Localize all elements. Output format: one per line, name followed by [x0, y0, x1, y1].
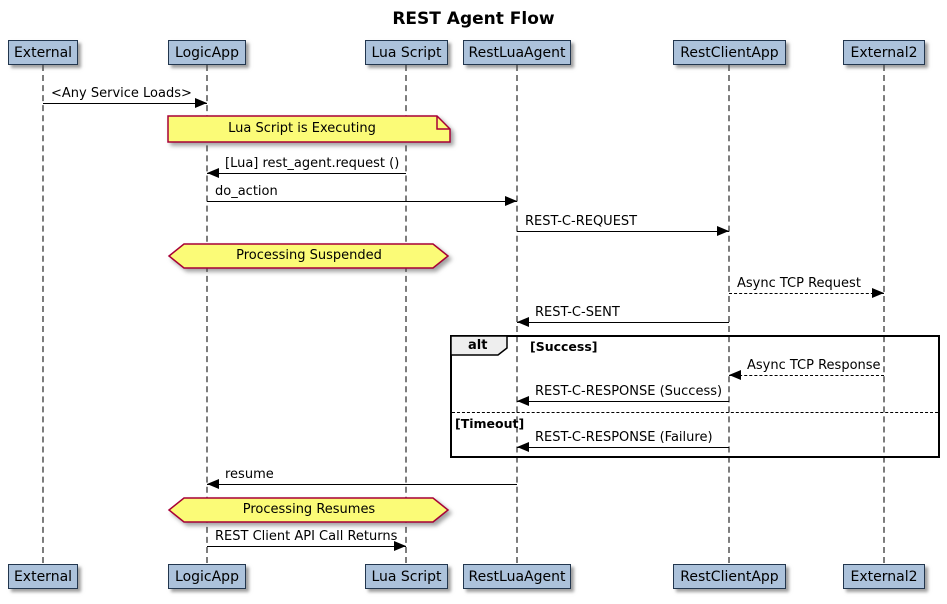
arrowhead-left-icon — [517, 317, 529, 327]
note-lua-executing: Lua Script is Executing — [228, 121, 376, 136]
message-async-tcp-response: Async TCP Response — [729, 358, 884, 380]
arrowhead-left-icon — [729, 370, 741, 380]
message-do-action: do_action — [207, 184, 517, 206]
participant-logicapp-top: LogicApp — [168, 40, 246, 65]
lifeline-logicapp — [206, 65, 208, 563]
arrowhead-right-icon — [717, 226, 729, 236]
arrowhead-right-icon — [195, 98, 207, 108]
arrowhead-right-icon — [872, 288, 884, 298]
participant-logicapp-bottom: LogicApp — [168, 564, 246, 589]
participant-external-top: External — [8, 40, 78, 65]
message-rest-c-response-success: REST-C-RESPONSE (Success) — [517, 384, 729, 406]
arrowhead-left-icon — [207, 479, 219, 489]
participant-external-bottom: External — [8, 564, 78, 589]
lifeline-restluaagent — [516, 65, 518, 563]
message-rest-agent-request: [Lua] rest_agent.request () — [207, 156, 406, 178]
hexnote-shape — [167, 497, 450, 523]
note-processing-suspended: Processing Suspended — [236, 248, 382, 263]
arrowhead-right-icon — [394, 541, 406, 551]
message-label: do_action — [215, 184, 278, 199]
arrowhead-left-icon — [517, 442, 529, 452]
alt-guard-success: [Success] — [530, 339, 598, 354]
participant-restluaagent-top: RestLuaAgent — [463, 40, 571, 65]
message-label: REST-C-REQUEST — [525, 214, 638, 229]
lifeline-restclientapp — [728, 65, 730, 563]
message-rest-c-request: REST-C-REQUEST — [517, 214, 729, 236]
arrowhead-left-icon — [517, 396, 529, 406]
message-async-tcp-request: Async TCP Request — [729, 276, 884, 298]
message-label: REST Client API Call Returns — [215, 529, 398, 544]
message-label: [Lua] rest_agent.request () — [225, 156, 400, 171]
alt-header-shape — [450, 335, 508, 356]
lifeline-lua-script — [405, 65, 407, 563]
participant-restclientapp-top: RestClientApp — [673, 40, 786, 65]
message-resume: resume — [207, 467, 517, 489]
message-rest-c-response-failure: REST-C-RESPONSE (Failure) — [517, 430, 729, 452]
note-fold-icon — [436, 116, 450, 130]
message-label: <Any Service Loads> — [51, 86, 192, 101]
participant-restluaagent-bottom: RestLuaAgent — [463, 564, 571, 589]
message-label: REST-C-RESPONSE (Failure) — [535, 430, 713, 445]
alt-guard-timeout: [Timeout] — [455, 416, 525, 431]
message-label: Async TCP Response — [747, 358, 881, 373]
message-rest-c-sent: REST-C-SENT — [517, 305, 729, 327]
arrowhead-left-icon — [207, 168, 219, 178]
message-label: REST-C-SENT — [535, 305, 620, 320]
participant-restclientapp-bottom: RestClientApp — [673, 564, 786, 589]
lifeline-external2 — [883, 65, 885, 563]
participant-external2-top: External2 — [843, 40, 925, 65]
hexnote-shape — [167, 243, 450, 269]
alt-operator-label: alt — [468, 338, 488, 353]
note-shape — [167, 115, 451, 143]
alt-fragment: alt [Success] [Timeout] — [450, 335, 940, 458]
message-label: Async TCP Request — [737, 276, 861, 291]
participant-external2-bottom: External2 — [843, 564, 925, 589]
arrowhead-right-icon — [505, 196, 517, 206]
message-any-service-loads: <Any Service Loads> — [43, 86, 207, 108]
alt-divider — [452, 412, 938, 413]
message-label: resume — [225, 467, 274, 482]
message-label: REST-C-RESPONSE (Success) — [535, 384, 723, 399]
message-rest-client-api-call-returns: REST Client API Call Returns — [207, 529, 406, 551]
diagram-title: REST Agent Flow — [392, 9, 555, 29]
participant-lua-script-bottom: Lua Script — [365, 564, 448, 589]
participant-lua-script-top: Lua Script — [365, 40, 448, 65]
note-processing-resumes: Processing Resumes — [242, 502, 376, 517]
lifeline-external — [42, 65, 44, 563]
